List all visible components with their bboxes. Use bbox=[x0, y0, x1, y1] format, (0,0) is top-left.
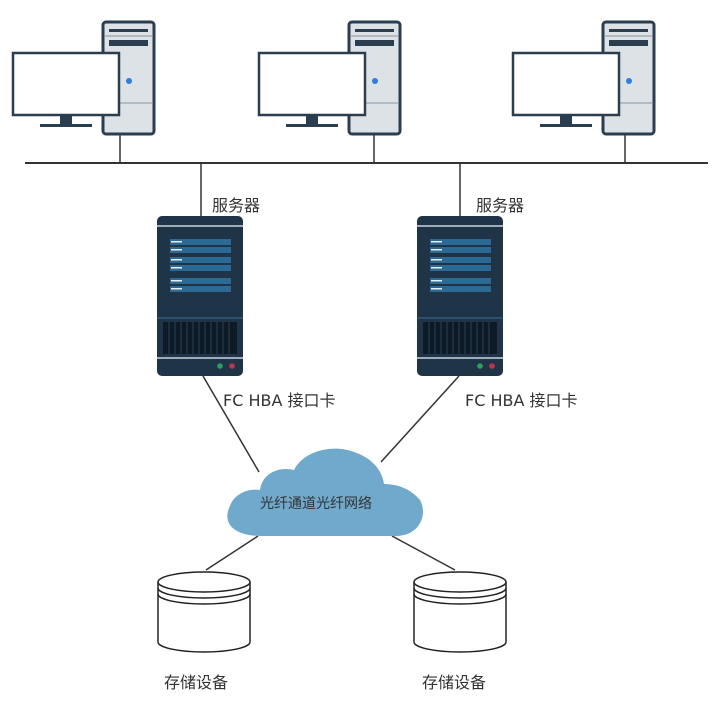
fc-network-label: 光纤通道光纤网络 bbox=[260, 496, 372, 512]
storage-2-link bbox=[391, 535, 456, 571]
server-panel bbox=[170, 286, 231, 292]
server-vent bbox=[163, 322, 237, 354]
server-1-label: 服务器 bbox=[212, 196, 261, 215]
status-led-red-icon bbox=[489, 363, 495, 369]
monitor-screen bbox=[11, 51, 121, 117]
server-panel bbox=[170, 239, 231, 245]
client-2[interactable] bbox=[257, 20, 402, 136]
monitor-screen bbox=[257, 51, 367, 117]
pc-drive-bay bbox=[609, 29, 648, 32]
pc-drive-bay bbox=[355, 40, 394, 46]
server-1-fc-link bbox=[202, 375, 260, 473]
pc-drive-bay bbox=[355, 29, 394, 32]
server-panel bbox=[430, 278, 491, 284]
pc-power-led-icon bbox=[372, 78, 378, 84]
server-panel bbox=[430, 239, 491, 245]
pc-drive-bay bbox=[609, 40, 648, 46]
monitor-base bbox=[286, 124, 338, 127]
server-panel bbox=[170, 257, 231, 263]
pc-power-led-icon bbox=[626, 78, 632, 84]
server-panel bbox=[170, 265, 231, 271]
server-panel bbox=[430, 257, 491, 263]
monitor-neck bbox=[306, 116, 318, 124]
client-1[interactable] bbox=[11, 20, 156, 136]
server-1[interactable] bbox=[157, 216, 243, 376]
storage-body bbox=[157, 582, 251, 653]
storage-top bbox=[157, 571, 251, 593]
monitor-screen bbox=[511, 51, 621, 117]
server-2-hba-label: FC HBA 接口卡 bbox=[465, 391, 578, 410]
monitor-base bbox=[40, 124, 92, 127]
storage-1-link bbox=[205, 535, 259, 571]
storage-1[interactable] bbox=[157, 571, 251, 653]
server-vent bbox=[423, 322, 497, 354]
pc-drive-bay bbox=[109, 29, 148, 32]
pc-drive-bay bbox=[109, 40, 148, 46]
storage-body bbox=[413, 582, 507, 653]
server-panel bbox=[170, 247, 231, 253]
status-led-red-icon bbox=[229, 363, 235, 369]
fc-network-cloud-icon[interactable] bbox=[227, 448, 423, 536]
storage-2[interactable] bbox=[413, 571, 507, 653]
server-2-label: 服务器 bbox=[476, 196, 525, 215]
storage-1-label: 存储设备 bbox=[164, 673, 229, 692]
server-panel bbox=[430, 286, 491, 292]
status-led-green-icon bbox=[217, 363, 223, 369]
server-1-hba-label: FC HBA 接口卡 bbox=[223, 391, 336, 410]
server-panel bbox=[430, 265, 491, 271]
client-3[interactable] bbox=[511, 20, 656, 136]
server-panel bbox=[430, 247, 491, 253]
monitor-neck bbox=[560, 116, 572, 124]
pc-power-led-icon bbox=[126, 78, 132, 84]
server-2-fc-link bbox=[380, 375, 460, 463]
storage-2-label: 存储设备 bbox=[422, 673, 487, 692]
server-2[interactable] bbox=[417, 216, 503, 376]
monitor-base bbox=[540, 124, 592, 127]
server-panel bbox=[170, 278, 231, 284]
monitor-neck bbox=[60, 116, 72, 124]
storage-top bbox=[413, 571, 507, 593]
status-led-green-icon bbox=[477, 363, 483, 369]
